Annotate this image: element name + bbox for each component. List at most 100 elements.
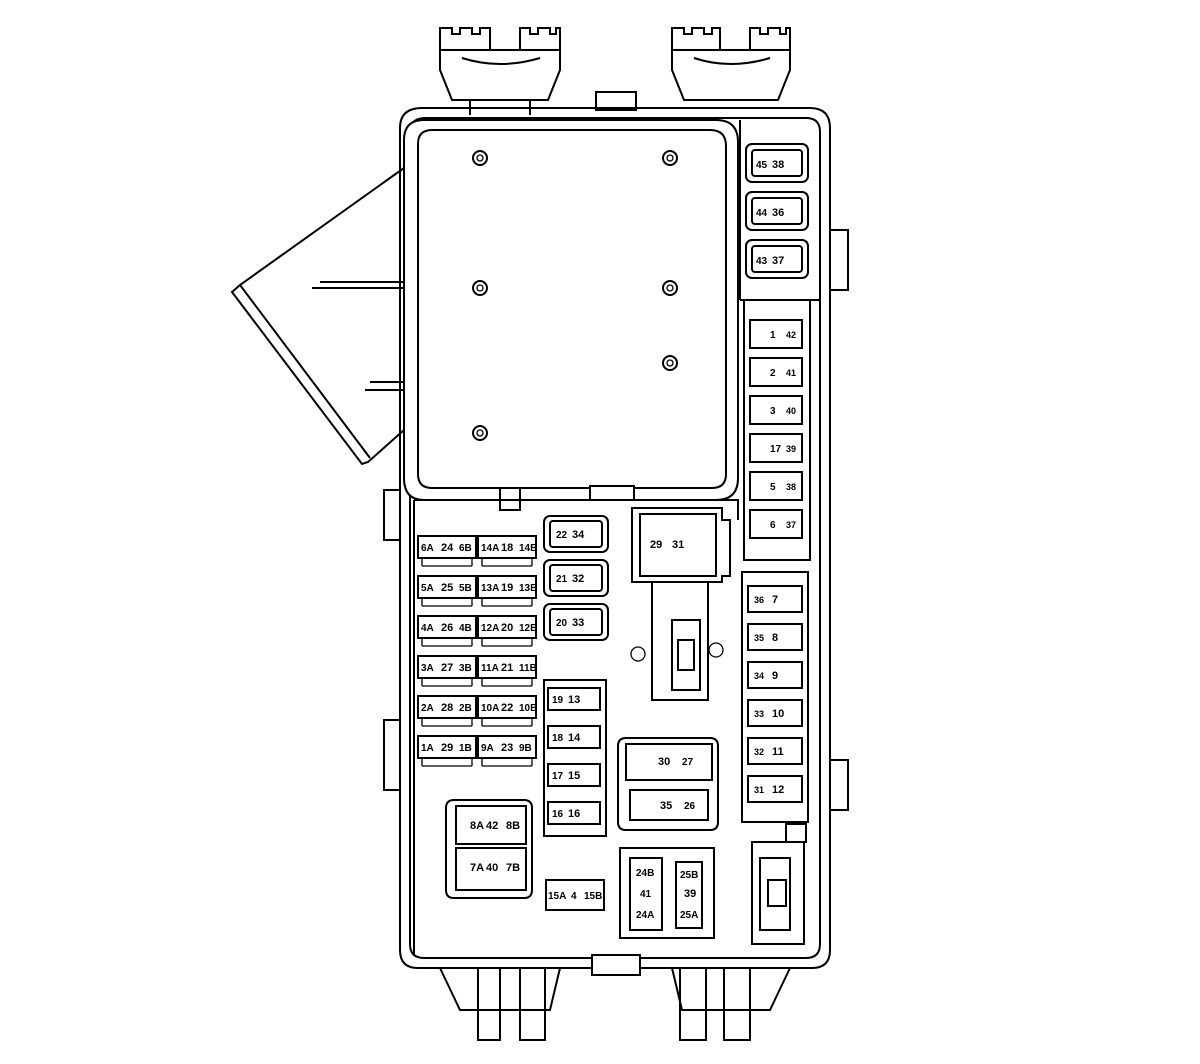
right-lower-fuse-label-a: 32 xyxy=(754,747,764,757)
fuse-15b: 15B xyxy=(584,891,602,902)
relay-25a: 25A xyxy=(680,910,698,921)
relay-block-24-25: 24B 41 24A 25B 39 25A xyxy=(619,847,715,939)
top-right-relay xyxy=(745,239,809,279)
relay-30-27-label-a: 30 xyxy=(658,756,670,768)
right-lower-fuse-label-a: 33 xyxy=(754,709,764,719)
right-upper-fuse-label-b: 42 xyxy=(786,330,796,340)
right-lower-fuse-label-b: 10 xyxy=(772,708,784,720)
fuse-label-mid: 26 xyxy=(441,622,453,634)
big-fuse-block: 8A 42 8B 7A 40 7B xyxy=(445,799,533,899)
right-upper-fuse-label-b: 38 xyxy=(786,482,796,492)
mini-relay-label-a: 20 xyxy=(556,618,568,629)
fuse-slot xyxy=(417,695,477,719)
right-upper-fuse xyxy=(749,433,803,463)
relay-30-27-label-b: 27 xyxy=(682,757,694,768)
fuse-label-left: 11A xyxy=(481,663,499,674)
fuse-slot xyxy=(417,655,477,679)
fuse-40: 40 xyxy=(486,862,498,874)
fuse-label-mid: 28 xyxy=(441,702,453,714)
mini-relay xyxy=(543,515,609,553)
fuse-slot xyxy=(477,735,537,759)
fuse-label-mid: 18 xyxy=(501,542,513,554)
fuse-label-mid: 24 xyxy=(441,542,454,554)
fuse-label-right: 9B xyxy=(519,743,532,754)
center-connector xyxy=(630,582,724,701)
relay-30-27-block: 30 27 35 26 xyxy=(617,737,719,831)
fuse-label-right: 14B xyxy=(519,543,537,554)
top-right-relay-label-b: 37 xyxy=(772,255,784,267)
mini-relay-label-a: 22 xyxy=(556,530,568,541)
right-upper-fuse-label-a: 6 xyxy=(770,520,776,531)
fuse-label-right: 3B xyxy=(459,663,472,674)
right-upper-fuse-label-a: 3 xyxy=(770,406,776,417)
right-upper-fuse-label-a: 5 xyxy=(770,482,776,493)
housing-outline xyxy=(399,107,831,969)
fuse-label-left: 2A xyxy=(421,703,434,714)
fuse-label-right: 13B xyxy=(519,583,537,594)
fuse-label-left: 14A xyxy=(481,543,499,554)
fuse-label-mid: 23 xyxy=(501,742,513,754)
right-bottom-connector xyxy=(751,823,807,945)
right-lower-fuse xyxy=(747,699,803,727)
small-fuse xyxy=(547,801,601,825)
relay-24a: 24A xyxy=(636,910,654,921)
right-lower-fuse-label-b: 9 xyxy=(772,670,778,682)
fuse-label-left: 12A xyxy=(481,623,499,634)
right-lower-fuse-label-a: 35 xyxy=(754,633,764,643)
right-upper-fuse xyxy=(749,395,803,425)
fuse-label-right: 4B xyxy=(459,623,472,634)
right-upper-fuse-label-a: 2 xyxy=(770,368,776,379)
right-lower-fuse xyxy=(747,737,803,765)
fuse-label-mid: 25 xyxy=(441,582,453,594)
right-lower-fuse-label-a: 31 xyxy=(754,785,764,795)
relay-41: 41 xyxy=(640,889,652,900)
fuse-label-left: 1A xyxy=(421,743,434,754)
fuse-label-mid: 21 xyxy=(501,662,513,674)
right-lower-fuse-label-b: 7 xyxy=(772,594,778,606)
small-fuse xyxy=(547,763,601,787)
top-connector-left xyxy=(439,27,561,115)
fuse-slot xyxy=(417,575,477,599)
fuse-label-right: 10B xyxy=(519,703,537,714)
relay-39: 39 xyxy=(684,888,696,900)
right-lower-fuse-label-b: 12 xyxy=(772,784,784,796)
relay-29-31: 29 31 xyxy=(631,507,731,583)
fuse-4: 4 xyxy=(571,891,577,902)
fuse-slot xyxy=(477,615,537,639)
small-fuse-label-a: 19 xyxy=(552,695,564,706)
right-upper-fuse xyxy=(749,319,803,349)
fuse-slot xyxy=(477,655,537,679)
fuse-label-left: 9A xyxy=(481,743,494,754)
fuse-15a: 15A xyxy=(548,891,566,902)
fuse-label-left: 3A xyxy=(421,663,434,674)
mini-relay xyxy=(543,559,609,597)
top-right-relay-label-b: 36 xyxy=(772,207,784,219)
right-upper-fuse-label-b: 40 xyxy=(786,406,796,416)
small-fuse-label-b: 15 xyxy=(568,770,580,782)
top-right-relay-label-b: 38 xyxy=(772,159,784,171)
top-right-relay xyxy=(745,191,809,231)
right-lower-fuse xyxy=(747,775,803,803)
top-right-relay-label-a: 44 xyxy=(756,208,768,219)
mini-relay-label-a: 21 xyxy=(556,574,568,585)
cover-lid xyxy=(403,119,739,501)
right-lower-fuse xyxy=(747,661,803,689)
mini-relay-label-b: 32 xyxy=(572,573,584,585)
small-fuse-label-b: 16 xyxy=(568,808,580,820)
right-upper-fuse xyxy=(749,471,803,501)
fuse-label-mid: 20 xyxy=(501,622,513,634)
right-upper-fuse-label-b: 37 xyxy=(786,520,796,530)
fuse-label-left: 6A xyxy=(421,543,434,554)
mini-relay-label-b: 34 xyxy=(572,529,585,541)
relay-29-31-label-a: 29 xyxy=(650,539,662,551)
fuse-label-mid: 29 xyxy=(441,742,453,754)
right-lower-fuse-label-a: 34 xyxy=(754,671,764,681)
fuse-slot xyxy=(417,535,477,559)
small-fuse-label-b: 14 xyxy=(568,732,581,744)
fuse-label-mid: 19 xyxy=(501,582,513,594)
